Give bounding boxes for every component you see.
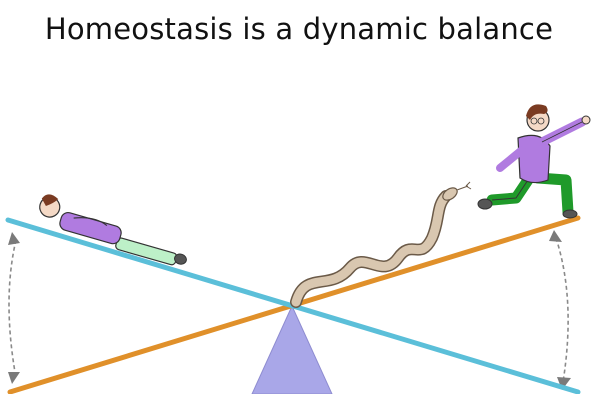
running-person-icon [477, 104, 591, 219]
fulcrum-triangle [251, 304, 333, 394]
lying-person-icon [39, 194, 187, 266]
snake-icon [290, 181, 472, 308]
left-arc-arrow-icon [8, 232, 20, 384]
right-arc-arrow-icon [549, 230, 571, 390]
page-title: Homeostasis is a dynamic balance [44, 12, 554, 46]
